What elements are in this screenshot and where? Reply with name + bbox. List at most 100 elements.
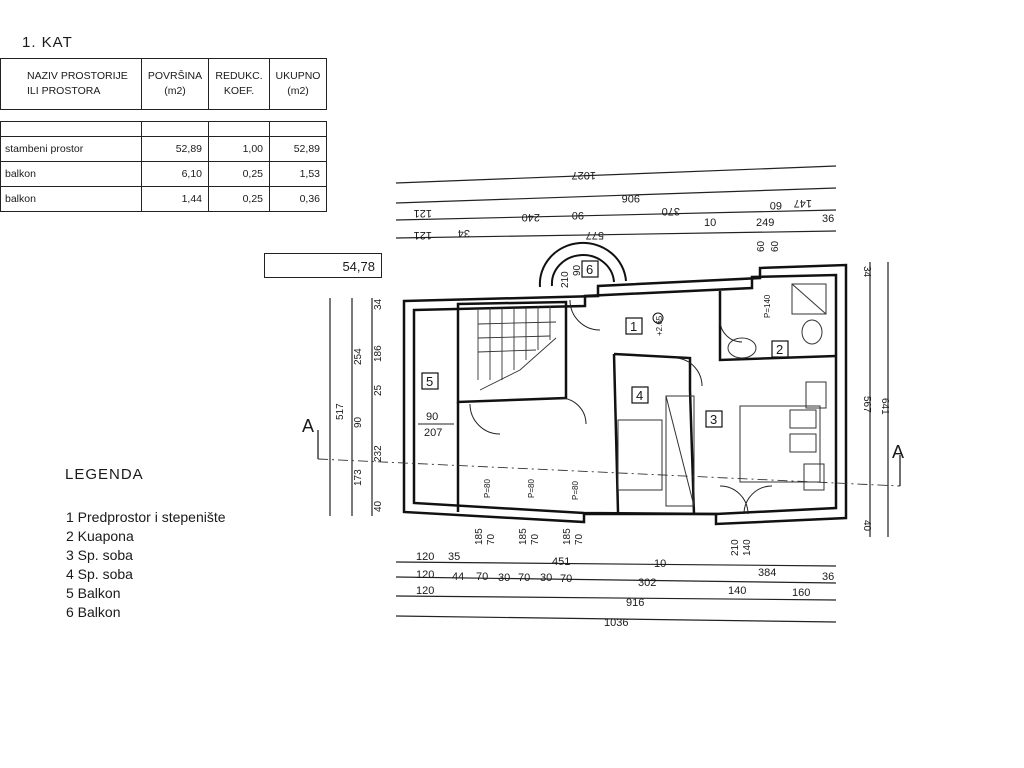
dim-text: 121 bbox=[414, 229, 432, 241]
shower bbox=[791, 283, 827, 315]
pillow bbox=[789, 409, 817, 429]
window-label: P=80 bbox=[483, 479, 492, 498]
table-row: balkon 1,44 0,25 0,36 bbox=[0, 186, 327, 212]
dim-text: 30 bbox=[540, 572, 552, 584]
section-line bbox=[317, 458, 901, 487]
dim-text: 210 bbox=[730, 539, 741, 556]
stair-enclosure bbox=[456, 300, 568, 404]
dim-text: 140 bbox=[742, 539, 753, 556]
bathroom-wall bbox=[718, 291, 837, 362]
room-number: 5 bbox=[426, 374, 433, 389]
door-swing bbox=[719, 485, 749, 515]
legend-item: 2 Kuapona bbox=[66, 528, 134, 544]
dim-text: 370 bbox=[662, 205, 680, 217]
dim-text: 517 bbox=[335, 403, 346, 420]
dim-text: 34 bbox=[458, 227, 470, 239]
dim-text: 60 bbox=[756, 240, 767, 252]
door-swing bbox=[719, 319, 743, 343]
dim-text: 60 bbox=[770, 199, 782, 211]
dim-text: 207 bbox=[424, 427, 442, 439]
dim-text: 10 bbox=[704, 217, 716, 229]
dim-text: 40 bbox=[373, 500, 384, 512]
dim-text: 140 bbox=[728, 585, 746, 597]
dim-text: 90 bbox=[572, 264, 583, 276]
level-label: +2.65 bbox=[655, 315, 664, 336]
sink bbox=[727, 337, 757, 359]
door-swing bbox=[743, 485, 773, 515]
door-swing bbox=[569, 299, 601, 331]
dim-text: 1036 bbox=[604, 617, 628, 629]
door-swing bbox=[559, 397, 587, 425]
header-area: POVRŠINA (m2) bbox=[141, 58, 209, 110]
room-number: 2 bbox=[776, 342, 783, 357]
legend-item: 6 Balkon bbox=[66, 604, 121, 620]
window-label: P=80 bbox=[527, 479, 536, 498]
room4-wall bbox=[612, 353, 620, 513]
dim-text: 160 bbox=[792, 587, 810, 599]
door-swing bbox=[675, 357, 703, 387]
dim-line bbox=[395, 595, 837, 601]
dim-text: 120 bbox=[416, 585, 434, 597]
dim-text: 90 bbox=[426, 411, 438, 423]
dim-text: 70 bbox=[574, 533, 585, 545]
dim-text: 185 bbox=[562, 528, 573, 545]
staircase bbox=[477, 306, 557, 391]
room-number-box bbox=[581, 260, 599, 278]
dim-text: 916 bbox=[626, 597, 644, 609]
dim-text: 30 bbox=[498, 572, 510, 584]
dim-text: 567 bbox=[861, 396, 872, 413]
legend-item: 5 Balkon bbox=[66, 585, 121, 601]
dim-text: 120 bbox=[416, 551, 434, 563]
legend-title: LEGENDA bbox=[65, 466, 144, 483]
legend-item: 3 Sp. soba bbox=[66, 547, 133, 563]
room-number-box bbox=[625, 317, 643, 335]
dim-text: 70 bbox=[486, 533, 497, 545]
dim-text: 384 bbox=[758, 567, 776, 579]
dim-text: 249 bbox=[756, 217, 774, 229]
section-marker-right: A bbox=[892, 442, 904, 462]
bed bbox=[739, 405, 821, 483]
window-label: P=140 bbox=[763, 294, 772, 318]
header-total: UKUPNO (m2) bbox=[269, 58, 327, 110]
area-table: NAZIV PROSTORIJE ILI PROSTORA POVRŠINA (… bbox=[0, 58, 327, 212]
dim-line bbox=[395, 576, 837, 584]
nightstand bbox=[803, 463, 825, 491]
dim-text: 60 bbox=[770, 240, 781, 252]
room-number: 4 bbox=[636, 388, 643, 403]
header-name: NAZIV PROSTORIJE ILI PROSTORA bbox=[0, 58, 142, 110]
room-number: 1 bbox=[630, 319, 637, 334]
table-row: balkon 6,10 0,25 1,53 bbox=[0, 161, 327, 187]
window-label: P=80 bbox=[571, 481, 580, 500]
outer-wall bbox=[402, 263, 848, 526]
dim-text: 254 bbox=[353, 348, 364, 365]
dim-text: 232 bbox=[373, 445, 384, 462]
dim-text: 36 bbox=[822, 571, 834, 583]
dim-text: 121 bbox=[414, 207, 432, 219]
dim-text: 186 bbox=[373, 345, 384, 362]
area-total: 54,78 bbox=[264, 253, 382, 278]
room4-wall bbox=[613, 352, 696, 515]
room-number-box bbox=[631, 386, 649, 404]
dim-text: 210 bbox=[560, 271, 571, 288]
bed bbox=[617, 419, 663, 491]
dim-text: 240 bbox=[522, 211, 540, 223]
dim-text: 25 bbox=[373, 384, 384, 396]
dim-text: 70 bbox=[518, 572, 530, 584]
wardrobe bbox=[665, 395, 695, 507]
dim-text: 44 bbox=[452, 571, 464, 583]
room-number-box bbox=[771, 340, 789, 358]
room-number: 6 bbox=[586, 262, 593, 277]
dim-text: 90 bbox=[353, 416, 364, 428]
dim-text: 577 bbox=[586, 229, 604, 241]
dim-text: 120 bbox=[416, 569, 434, 581]
dim-text: 36 bbox=[822, 213, 834, 225]
dim-text: 173 bbox=[353, 469, 364, 486]
balcony-6-arc bbox=[538, 241, 627, 288]
dim-text: 70 bbox=[530, 533, 541, 545]
toilet bbox=[801, 319, 823, 345]
area-table-header: NAZIV PROSTORIJE ILI PROSTORA POVRŠINA (… bbox=[0, 58, 327, 110]
wardrobe-diagonal bbox=[665, 395, 695, 507]
door-swing bbox=[469, 403, 501, 435]
dim-line bbox=[395, 187, 837, 204]
